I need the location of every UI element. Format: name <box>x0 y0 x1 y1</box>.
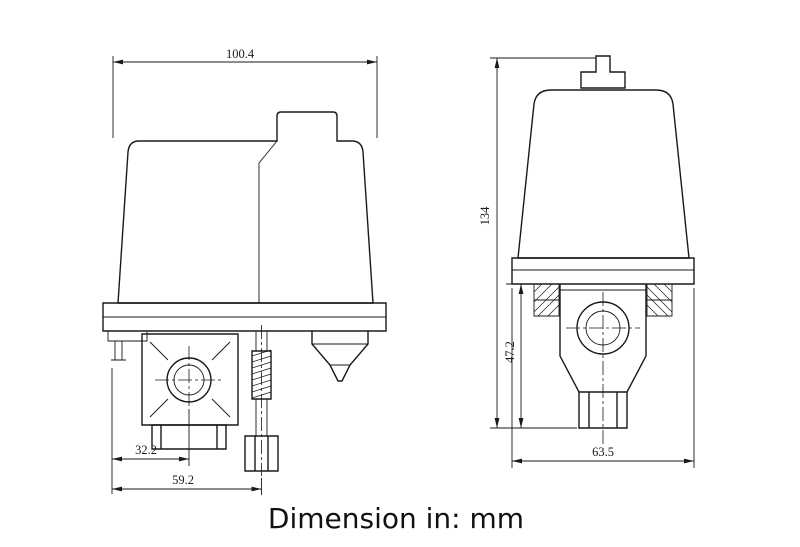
dim-arrow-left <box>112 456 122 462</box>
dim-value: 134 <box>478 206 492 226</box>
dim-ext-lines <box>111 368 190 494</box>
dim-value: 100.4 <box>226 47 255 61</box>
dim-ext-lines <box>511 288 695 468</box>
caption: Dimension in: mm <box>268 502 524 535</box>
dim-arrow-top <box>518 284 524 294</box>
drain-funnel <box>311 331 369 382</box>
top-knob-front <box>580 55 626 89</box>
base-plate-side <box>102 302 387 332</box>
dim-arrow-right <box>251 486 262 492</box>
drain-funnel-lines <box>312 343 368 366</box>
rod-upper-stem <box>255 331 268 351</box>
dim-arrow-left <box>112 486 122 492</box>
dim-front-body-height: 47.2 <box>503 283 534 428</box>
dim-arrow-bottom <box>494 418 500 428</box>
front-dimensions: 134 47.2 63.5 <box>478 57 695 468</box>
side-view <box>102 111 387 476</box>
body-front <box>559 284 647 393</box>
bracket-hatch <box>533 283 560 317</box>
bottom-stub-front <box>578 391 628 429</box>
clamp-bracket-left <box>533 283 560 317</box>
dim-arrow-right <box>179 456 189 462</box>
rod-lower-stem <box>255 399 268 436</box>
dim-value: 63.5 <box>592 445 614 459</box>
port-centerlines-front <box>566 292 640 446</box>
dim-front-base-width: 63.5 <box>511 288 695 468</box>
side-dimensions: 100.4 32.2 59.2 <box>111 47 378 495</box>
dim-arrow-bottom <box>518 418 524 428</box>
dim-arrow-right <box>684 458 694 464</box>
base-plate-front <box>511 257 695 285</box>
dim-side-rod-offset: 59.2 <box>112 473 262 495</box>
hex-nut <box>244 435 279 472</box>
bottom-stub-side <box>151 424 227 450</box>
port-centerlines-side <box>155 346 223 414</box>
body-side <box>141 333 239 426</box>
front-view <box>511 55 695 446</box>
dim-ext-lines <box>112 56 378 138</box>
dim-arrow-left <box>113 59 123 65</box>
dim-side-port-offset: 32.2 <box>111 368 190 494</box>
cover-seam-line <box>258 140 278 303</box>
rod-threaded-section <box>251 350 272 400</box>
dim-arrow-left <box>512 458 522 464</box>
dim-front-overall-height: 134 <box>478 57 596 429</box>
cover-outline-front <box>517 89 690 259</box>
dim-value: 59.2 <box>172 473 194 487</box>
dim-ext-lines <box>490 57 596 429</box>
body-chamfer-lines <box>149 341 231 418</box>
clamp-bracket-right <box>646 283 673 317</box>
dim-arrow-right <box>367 59 377 65</box>
dim-side-cover-width: 100.4 <box>112 47 378 138</box>
bracket-hatch <box>646 283 673 317</box>
adjustment-rod <box>244 325 279 476</box>
dim-value: 32.2 <box>135 443 157 457</box>
cover-outline-side <box>117 111 374 304</box>
mounting-bracket-side <box>107 331 148 361</box>
dim-arrow-top <box>494 58 500 68</box>
dim-value: 47.2 <box>503 341 517 363</box>
